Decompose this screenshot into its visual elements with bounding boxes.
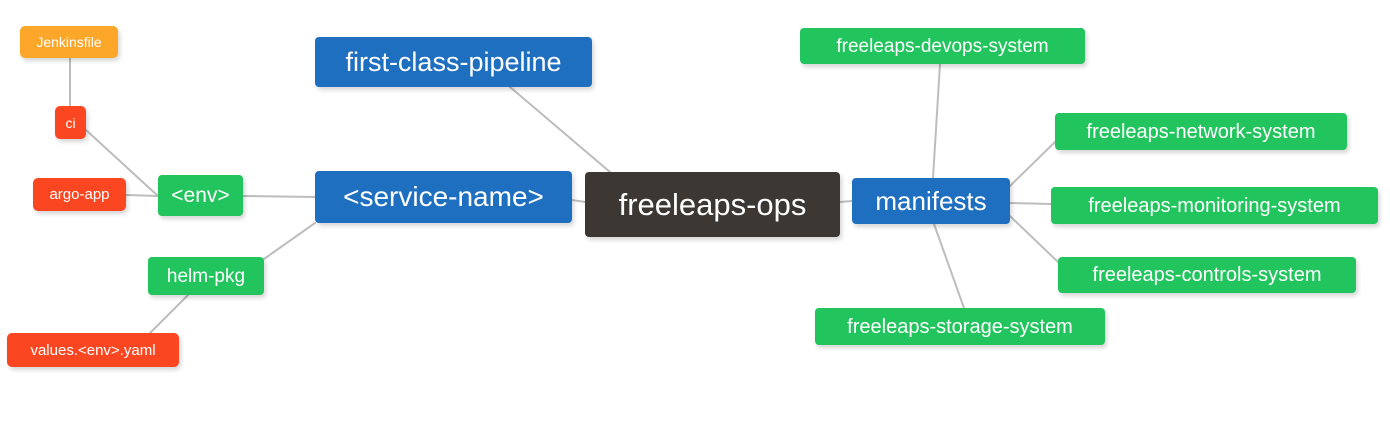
node-freeleaps-ops-root[interactable]: freeleaps-ops xyxy=(585,172,840,237)
node-service-name-label: <service-name> xyxy=(343,181,544,212)
edge-manifests-storage-system xyxy=(933,223,965,309)
edge-freeleaps-ops-manifests xyxy=(839,200,853,203)
node-manifests-label: manifests xyxy=(875,186,987,216)
edge-manifests-monitoring-system xyxy=(1009,202,1052,205)
edge-helm-pkg-values-yaml xyxy=(149,294,189,334)
node-env[interactable]: <env> xyxy=(158,175,243,216)
edge-manifests-controls-system xyxy=(1009,215,1059,263)
node-freeleaps-monitoring-system[interactable]: freeleaps-monitoring-system xyxy=(1051,187,1378,224)
edge-service-name-env xyxy=(242,195,316,198)
node-freeleaps-network-system[interactable]: freeleaps-network-system xyxy=(1055,113,1347,150)
node-helm-pkg[interactable]: helm-pkg xyxy=(148,257,264,295)
node-freeleaps-storage-system[interactable]: freeleaps-storage-system xyxy=(815,308,1105,345)
node-freeleaps-ops-label: freeleaps-ops xyxy=(618,187,807,222)
node-helm-pkg-label: helm-pkg xyxy=(166,265,246,287)
node-first-class-pipeline-label: first-class-pipeline xyxy=(345,46,562,77)
edge-env-argo-app xyxy=(125,194,159,197)
edge-manifests-network-system xyxy=(1009,141,1056,187)
node-ci[interactable]: ci xyxy=(55,106,86,139)
node-service-name[interactable]: <service-name> xyxy=(315,171,572,223)
node-ci-label: ci xyxy=(65,114,76,131)
node-argo-app[interactable]: argo-app xyxy=(33,178,126,211)
node-freeleaps-monitoring-system-label: freeleaps-monitoring-system xyxy=(1088,194,1341,217)
node-argo-app-label: argo-app xyxy=(49,186,110,203)
node-freeleaps-devops-system-label: freeleaps-devops-system xyxy=(836,35,1049,57)
node-values-env-yaml[interactable]: values.<env>.yaml xyxy=(7,333,179,367)
node-freeleaps-devops-system[interactable]: freeleaps-devops-system xyxy=(800,28,1085,64)
node-env-label: <env> xyxy=(171,184,230,207)
node-jenkinsfile[interactable]: Jenkinsfile xyxy=(20,26,118,58)
edge-manifests-devops-system xyxy=(932,63,941,179)
node-freeleaps-storage-system-label: freeleaps-storage-system xyxy=(847,315,1073,338)
node-first-class-pipeline[interactable]: first-class-pipeline xyxy=(315,37,592,87)
node-manifests[interactable]: manifests xyxy=(852,178,1010,224)
edge-service-name-helm-pkg xyxy=(263,222,316,260)
node-values-env-yaml-label: values.<env>.yaml xyxy=(30,341,156,359)
edge-freeleaps-ops-service-name xyxy=(571,199,586,203)
node-freeleaps-controls-system-label: freeleaps-controls-system xyxy=(1092,264,1322,286)
node-jenkinsfile-label: Jenkinsfile xyxy=(36,34,102,50)
node-freeleaps-controls-system[interactable]: freeleaps-controls-system xyxy=(1058,257,1356,293)
node-freeleaps-network-system-label: freeleaps-network-system xyxy=(1086,120,1316,143)
edge-freeleaps-ops-first-class-pipeline xyxy=(509,86,611,173)
